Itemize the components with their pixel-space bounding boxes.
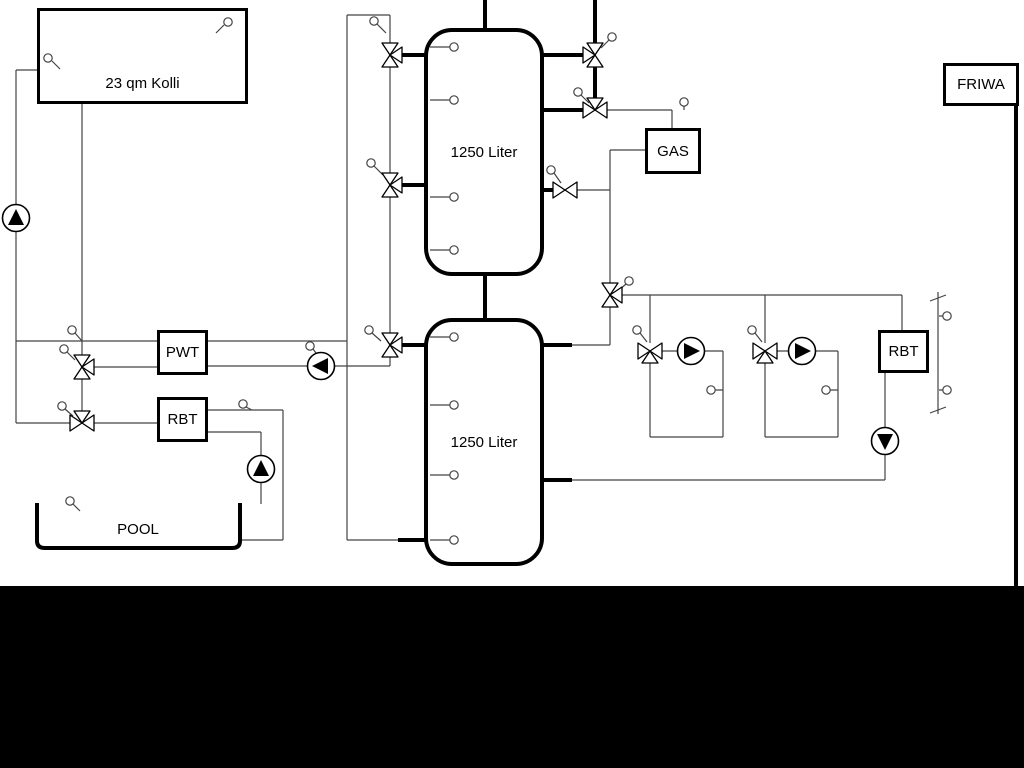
solar-collector-label: 23 qm Kolli: [105, 75, 180, 92]
heating-pump-2-icon: [787, 336, 817, 366]
thin-pipes: [15, 14, 947, 541]
pwt-heat-exchanger-box: PWT: [157, 330, 208, 375]
sensor-icon: [942, 385, 952, 395]
buffer-tank-bottom: 1250 Liter: [424, 318, 544, 566]
sensor-icon: [573, 87, 583, 97]
sensor-icon: [67, 325, 77, 335]
rbt-heat-exchanger-left-label: RBT: [167, 411, 198, 428]
sensor-icon: [59, 344, 69, 354]
charge-valve-top-icon: [381, 42, 403, 68]
gas-boiler-box: GAS: [645, 128, 701, 174]
sensor-icon: [449, 95, 459, 105]
dhw-valve-top-icon: [582, 42, 604, 68]
sensor-icon: [364, 325, 374, 335]
buffer-tank-bottom-label: 1250 Liter: [450, 433, 518, 451]
heating-pump-1-icon: [676, 336, 706, 366]
pwt-heat-exchanger-label: PWT: [165, 344, 200, 361]
pool-pump-icon: [246, 454, 276, 484]
sensor-icon: [679, 97, 689, 107]
pool-diverter-valve-icon: [69, 410, 95, 432]
sensor-icon: [821, 385, 831, 395]
sensor-icon: [65, 496, 75, 506]
rbt-heat-exchanger-right-label: RBT: [888, 343, 919, 360]
sensor-icon: [607, 32, 617, 42]
sensor-icon: [747, 325, 757, 335]
sensor-icon: [449, 470, 459, 480]
pool-label: POOL: [117, 521, 159, 538]
sensor-icon: [223, 17, 233, 27]
rbt-heat-exchanger-left-box: RBT: [157, 397, 208, 442]
friwa-station-box: FRIWA: [943, 63, 1019, 106]
pool-basin: [35, 503, 242, 550]
circuit1-mixer-valve-icon: [637, 342, 663, 364]
circuit2-mixer-valve-icon: [752, 342, 778, 364]
sensor-icon: [632, 325, 642, 335]
sensor-icon: [624, 276, 634, 286]
charge-valve-mid-icon: [381, 172, 403, 198]
solar-pump-icon: [1, 203, 31, 233]
sensor-icon: [546, 165, 556, 175]
thick-pipes: [398, 0, 1018, 586]
gas-boiler-label: GAS: [657, 142, 689, 160]
solar-diverter-valve-icon: [73, 354, 95, 380]
sensor-icon: [706, 385, 716, 395]
sensor-icon: [942, 311, 952, 321]
sensor-icon: [369, 16, 379, 26]
solar-collector-box: 23 qm Kolli: [37, 8, 248, 104]
rbt-heat-exchanger-right-box: RBT: [878, 330, 929, 373]
charge-valve-bottom-icon: [381, 332, 403, 358]
sensor-icon: [366, 158, 376, 168]
sensor-icon: [305, 341, 315, 351]
buffer-tank-top: 1250 Liter: [424, 28, 544, 276]
sensor-icon: [57, 401, 67, 411]
rbt-pump-icon: [870, 426, 900, 456]
pwt-pump-icon: [306, 351, 336, 381]
sensor-icon: [449, 400, 459, 410]
buffer-tank-top-label: 1250 Liter: [450, 143, 518, 161]
boiler-return-valve-icon: [552, 181, 578, 199]
friwa-station-label: FRIWA: [957, 76, 1005, 93]
sensor-icon: [43, 53, 53, 63]
sensor-icon: [449, 192, 459, 202]
heating-mixer-valve-icon: [601, 282, 623, 308]
bottom-bar: [0, 586, 1024, 768]
sensor-icon: [238, 399, 248, 409]
